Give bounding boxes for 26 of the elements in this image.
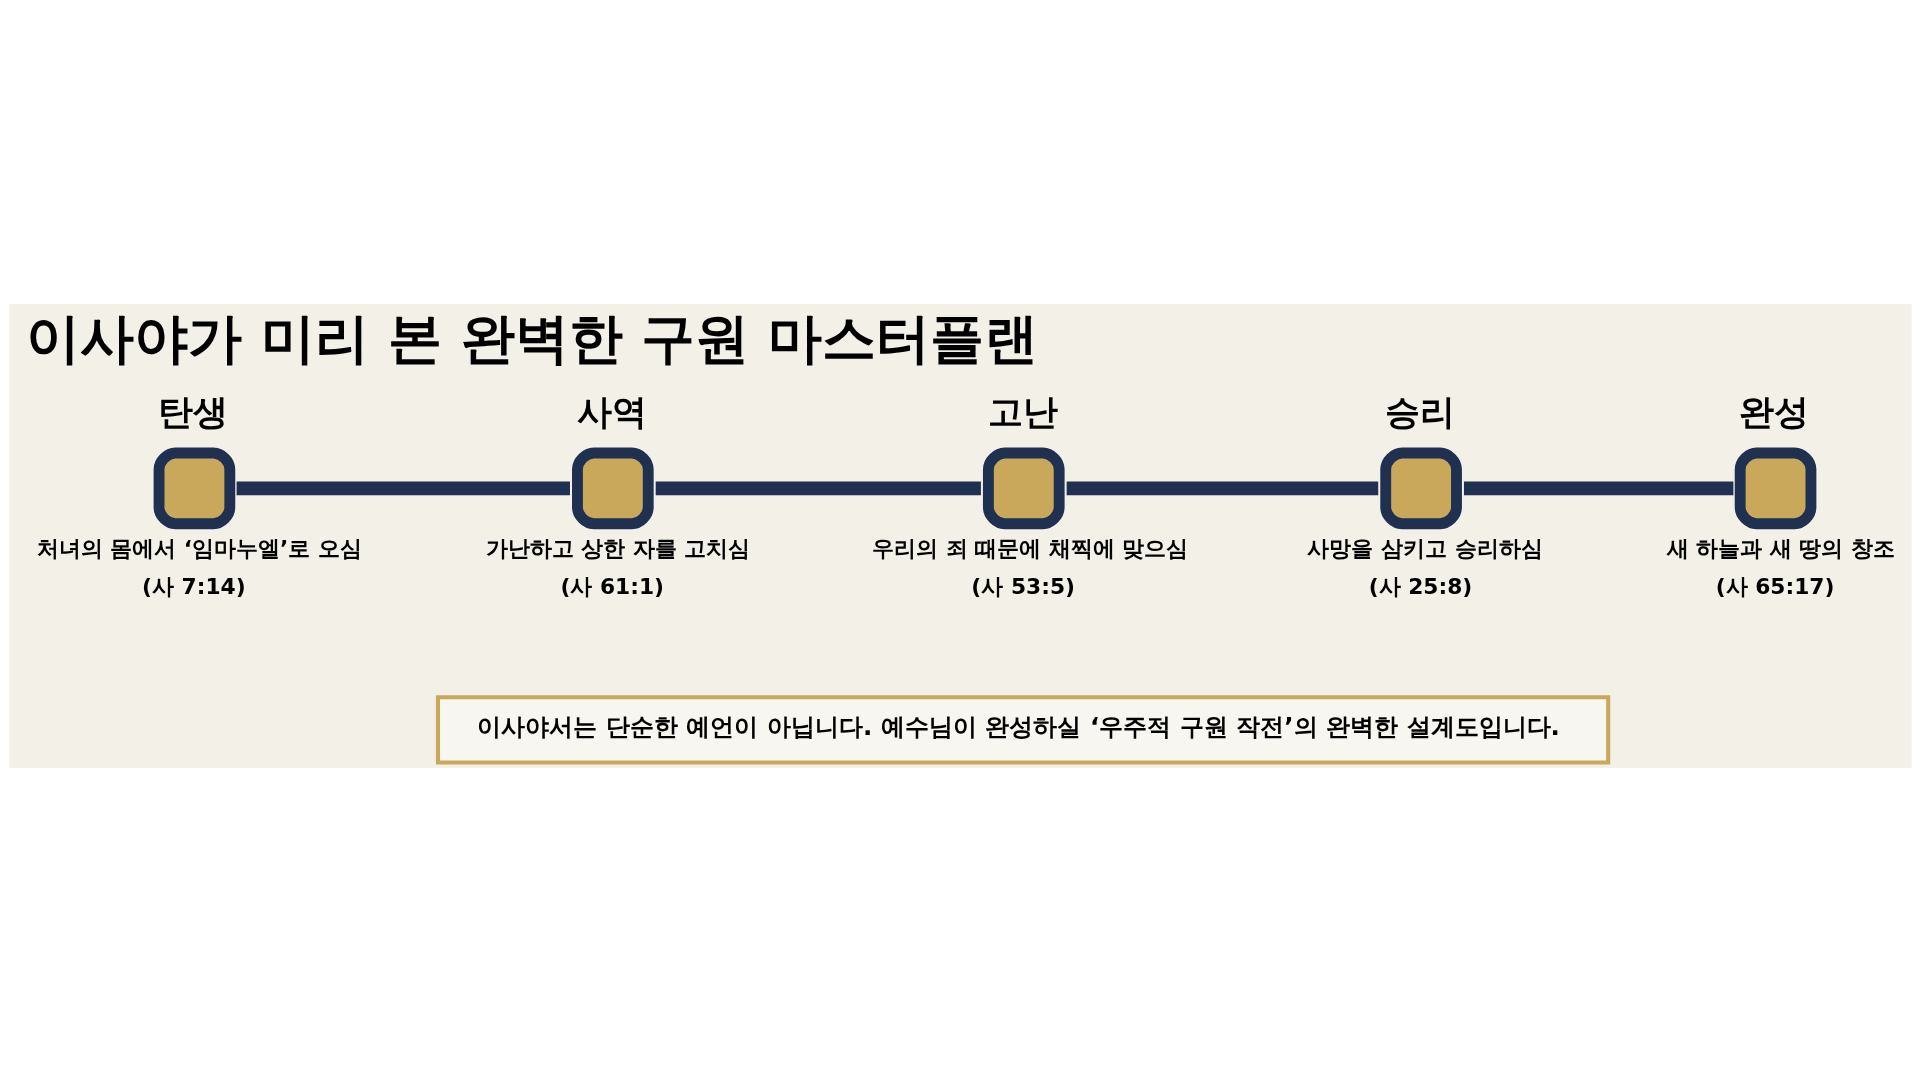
node-label: 새 하늘과 새 땅의 창조 bbox=[1666, 535, 1895, 561]
node-label: 완성 bbox=[1739, 390, 1809, 432]
node-box bbox=[1734, 447, 1816, 529]
node-label: 승리 bbox=[1384, 390, 1455, 432]
node-label: (사 61:1) bbox=[559, 573, 664, 599]
node-label: 고난 bbox=[987, 390, 1058, 432]
connector bbox=[1463, 481, 1733, 495]
node-label: (사 65:17) bbox=[1715, 573, 1834, 599]
node-label: 처녀의 몸에서 ‘임마누엘’로 오심 bbox=[36, 535, 362, 561]
node-label: 가난하고 상한 자를 고치심 bbox=[485, 535, 750, 561]
node-box bbox=[982, 447, 1065, 529]
connector bbox=[236, 481, 570, 495]
node-box: 이사야서는 단순한 예언이 아닙니다. 예수님이 완성하실 ‘우주적 구원 작전’의 완벽한 설계도입니다. bbox=[435, 694, 1610, 765]
node-label: 탄생 bbox=[157, 390, 228, 432]
node-label: (사 53:5) bbox=[970, 573, 1075, 599]
node-label: 우리의 죄 때문에 채찍에 맞으심 bbox=[871, 535, 1188, 561]
connector bbox=[1066, 481, 1378, 495]
node-box bbox=[571, 447, 654, 529]
node-box bbox=[153, 447, 235, 529]
connector bbox=[655, 481, 981, 495]
diagram-title: 이사야가 미리 본 완벽한 구원 마스터플랜 bbox=[25, 305, 1038, 370]
node-label: 사역 bbox=[576, 390, 647, 432]
node-label: (사 25:8) bbox=[1368, 573, 1472, 599]
node-label: (사 7:14) bbox=[141, 573, 246, 599]
node-label: 사망을 삼키고 승리하심 bbox=[1306, 535, 1543, 561]
node-box bbox=[1379, 447, 1462, 529]
